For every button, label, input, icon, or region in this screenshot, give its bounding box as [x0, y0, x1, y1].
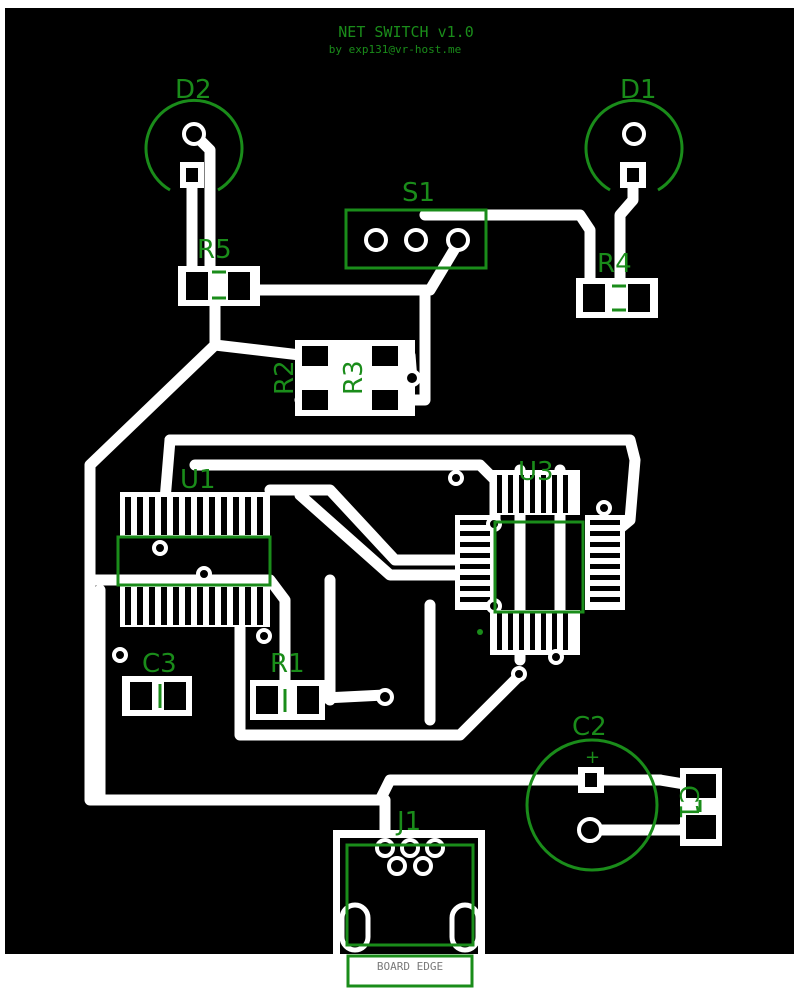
d1-pad-anode	[622, 122, 646, 146]
label-u1: U1	[180, 465, 216, 495]
label-u3: U3	[518, 457, 554, 487]
via-u3-e	[548, 649, 564, 665]
via-c3	[112, 647, 128, 663]
s1-outline	[344, 208, 488, 270]
label-d2: D2	[175, 75, 212, 105]
label-r3: R3	[339, 360, 369, 395]
label-d1: D1	[620, 75, 657, 105]
copper-pads	[112, 122, 722, 954]
j1-pin-4	[387, 856, 407, 876]
silkscreen	[116, 98, 702, 947]
board-edge-label: BOARD EDGE	[377, 960, 443, 973]
label-j1: J1	[395, 807, 421, 837]
label-r1: R1	[270, 649, 305, 679]
label-r2: R2	[270, 360, 300, 395]
via-u1-a	[152, 540, 168, 556]
via-r1	[256, 628, 272, 644]
j1-pin-2	[400, 838, 420, 858]
u1-pins-top	[120, 492, 270, 537]
via-u3-a	[448, 470, 464, 486]
label-c1: C1	[673, 785, 703, 820]
board-subtitle: by exp131@vr-host.me	[329, 43, 461, 56]
u1-pins-bottom	[120, 582, 270, 627]
r5-mark	[212, 270, 226, 300]
c2-pad-negative	[577, 817, 603, 843]
d2-pad-anode	[182, 122, 206, 146]
via-u3-f	[511, 666, 527, 682]
c2-polarity-mark: +	[585, 747, 600, 768]
via-u3-b	[596, 500, 612, 516]
u3-pin1-dot	[477, 629, 483, 635]
j1-pin-5	[413, 856, 433, 876]
j1-pin-3	[425, 838, 445, 858]
label-s1: S1	[402, 178, 435, 208]
via-r1-right	[376, 688, 394, 706]
label-c2: C2	[572, 712, 607, 742]
u1-outline	[116, 535, 272, 587]
label-c3: C3	[142, 649, 177, 679]
u3-outline	[493, 520, 585, 614]
label-r5: R5	[197, 235, 232, 265]
label-r4: R4	[597, 249, 632, 279]
c2-outline	[525, 738, 659, 872]
via-u1-b	[196, 566, 212, 582]
via-r3	[403, 369, 421, 387]
s1-pad-1	[364, 228, 388, 252]
d2-outline	[144, 98, 244, 192]
j1-pin-1	[375, 838, 395, 858]
board-title: NET SWITCH v1.0	[338, 23, 473, 41]
board-edge-box	[346, 954, 474, 988]
u3-pins	[455, 470, 625, 655]
j1-outline	[345, 843, 475, 947]
r4-mark	[612, 284, 626, 312]
s1-pad-3	[446, 228, 470, 252]
d1-outline	[584, 98, 684, 192]
s1-pad-2	[404, 228, 428, 252]
